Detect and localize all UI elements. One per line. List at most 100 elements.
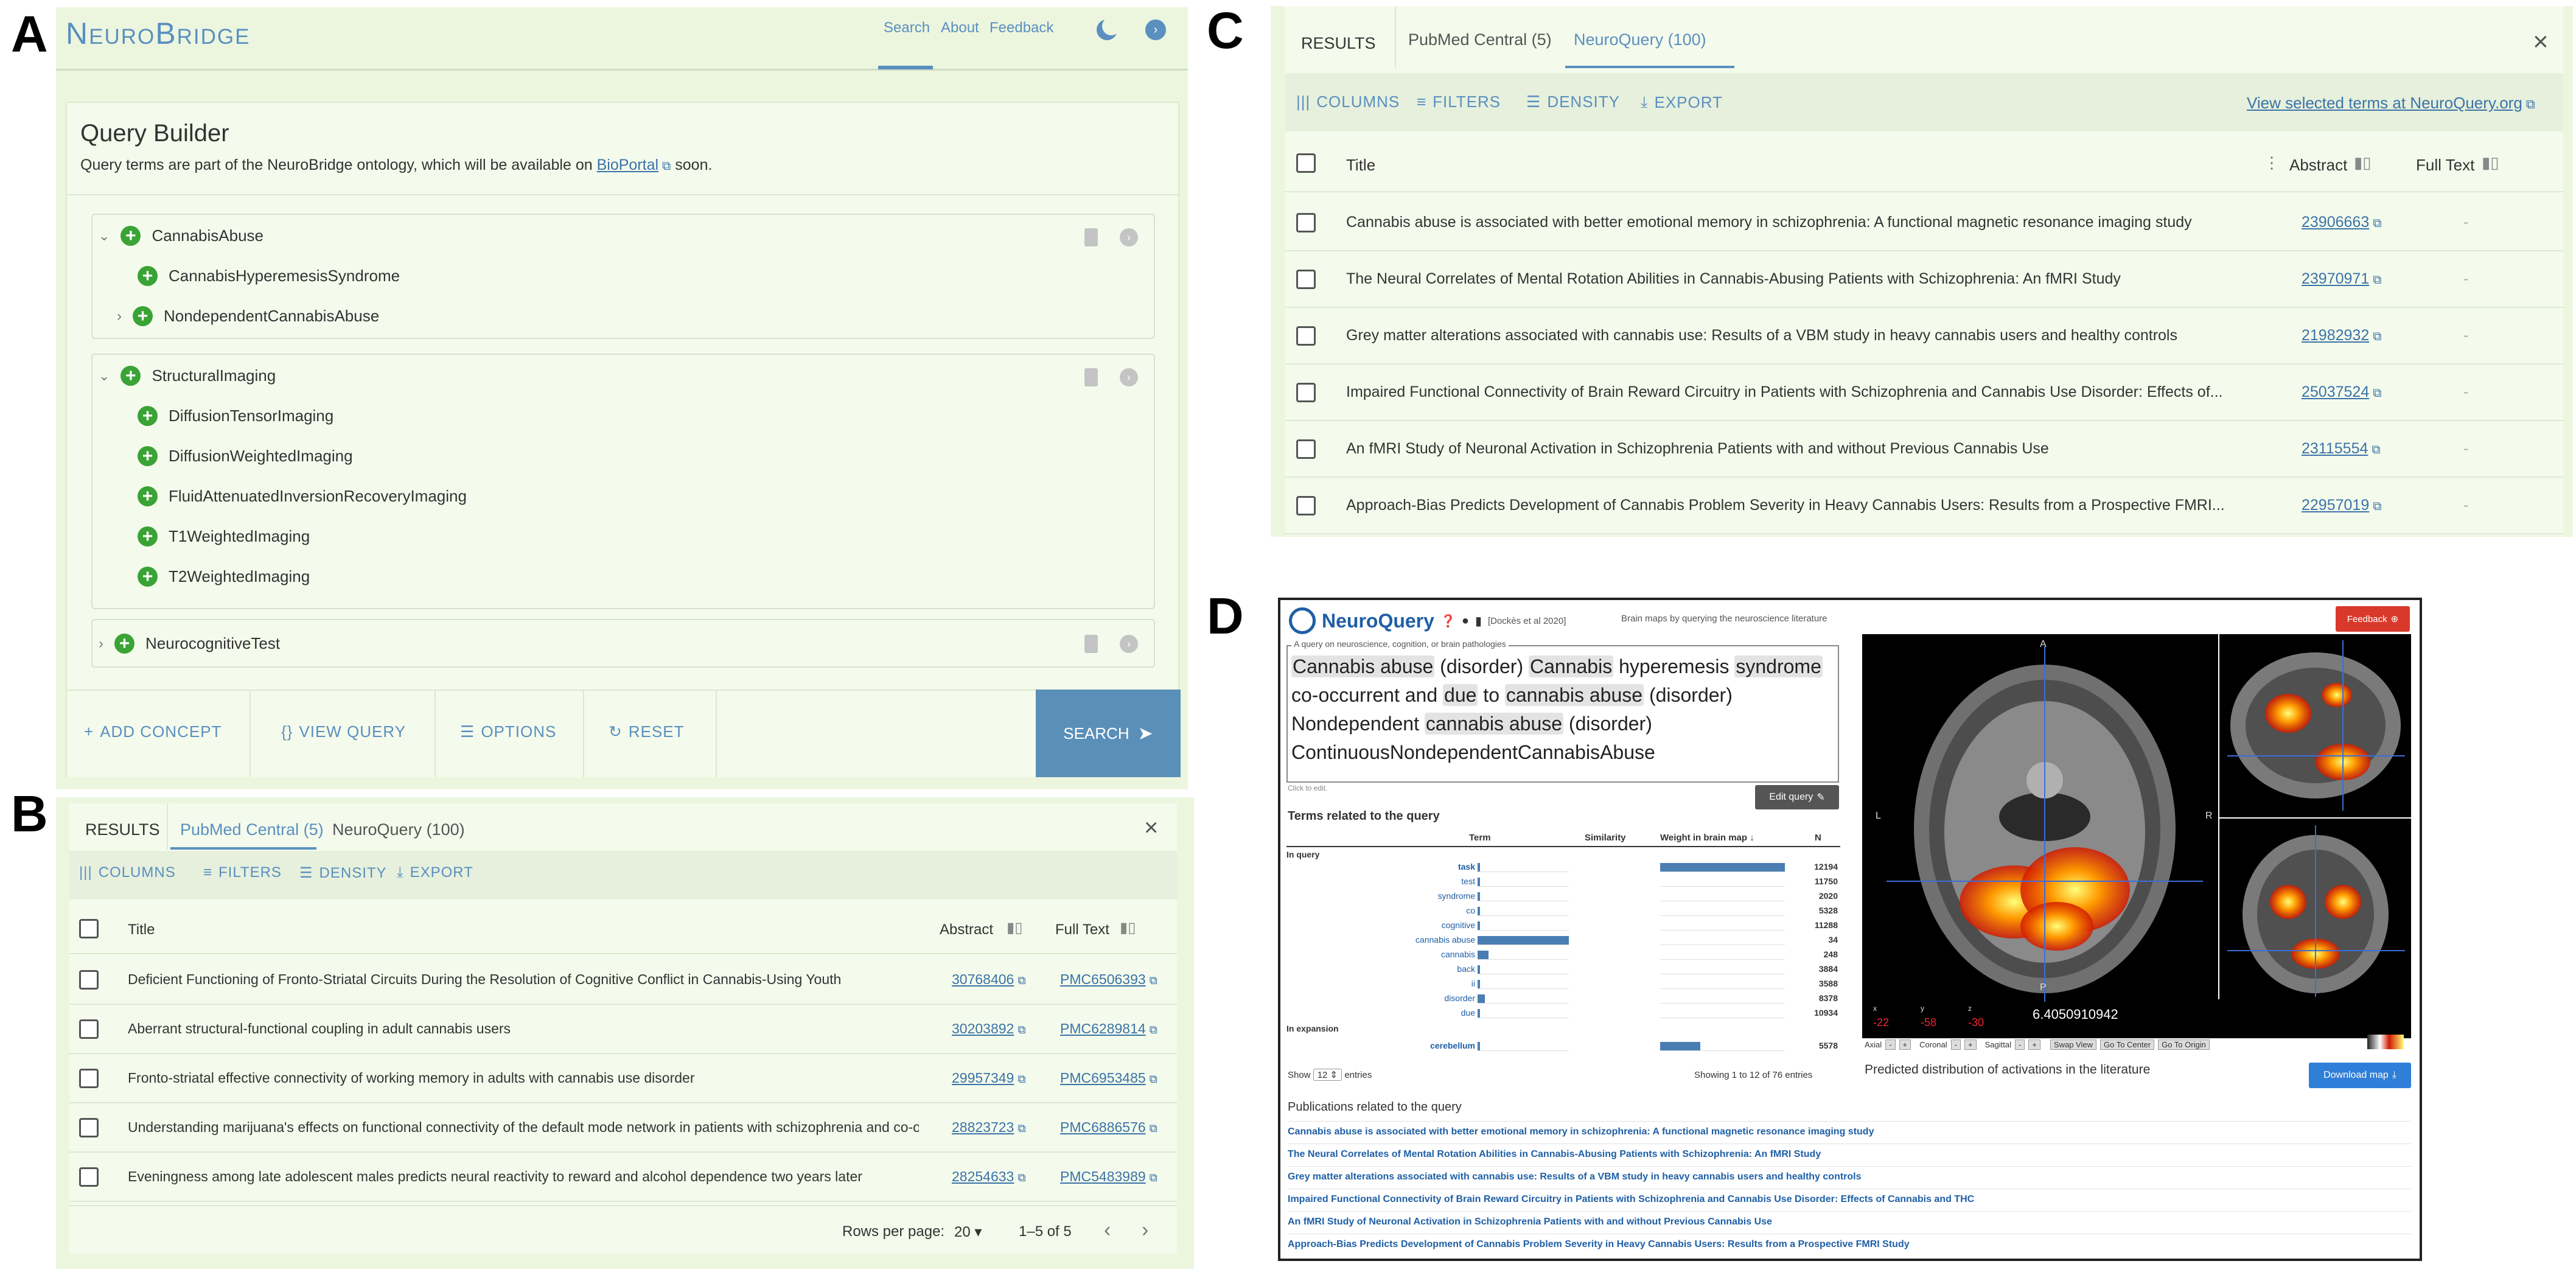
book-icon[interactable]: ▮ xyxy=(1475,614,1482,628)
dark-mode-icon[interactable] xyxy=(1097,17,1120,40)
coronal-slice[interactable] xyxy=(2220,819,2411,1002)
column-menu-icon[interactable]: ▮▯ xyxy=(1007,920,1023,936)
row-checkbox[interactable] xyxy=(79,1069,99,1088)
add-icon[interactable]: + xyxy=(120,226,141,246)
table-row[interactable]: Deficient Functioning of Fronto-Striatal… xyxy=(69,955,1177,1005)
axial-plus-button[interactable]: + xyxy=(1899,1039,1911,1050)
table-row[interactable]: Fronto-striatal effective connectivity o… xyxy=(69,1054,1177,1103)
header-title[interactable]: Title xyxy=(1346,156,1376,174)
abstract-link[interactable]: 30768406⧉ xyxy=(952,971,1025,988)
row-checkbox[interactable] xyxy=(1296,213,1316,232)
info-icon[interactable]: › xyxy=(1120,368,1138,386)
header-similarity[interactable]: Similarity xyxy=(1585,833,1626,843)
abstract-link[interactable]: 28254633⧉ xyxy=(952,1168,1025,1185)
publication-link[interactable]: The Neural Correlates of Mental Rotation… xyxy=(1288,1144,2411,1166)
add-icon[interactable]: + xyxy=(138,266,158,286)
tab-neuroquery[interactable]: NeuroQuery (100) xyxy=(332,820,465,839)
table-row[interactable]: An fMRI Study of Neuronal Activation in … xyxy=(1285,421,2563,478)
term-link[interactable]: task xyxy=(1457,862,1475,872)
delete-icon[interactable] xyxy=(1084,635,1098,653)
abstract-link[interactable]: 30203892⧉ xyxy=(952,1021,1025,1037)
coronal-minus-button[interactable]: - xyxy=(1950,1039,1961,1050)
add-icon[interactable]: + xyxy=(138,406,158,426)
filters-button[interactable]: ≡FILTERS xyxy=(1417,93,1501,111)
column-menu-icon[interactable]: ▮▯ xyxy=(2354,153,2372,172)
abstract-link[interactable]: 23970971⧉ xyxy=(2302,270,2382,288)
add-concept-button[interactable]: +ADD CONCEPT xyxy=(84,722,222,741)
publication-link[interactable]: Approach-Bias Predicts Development of Ca… xyxy=(1288,1234,2411,1256)
coronal-plus-button[interactable]: + xyxy=(1964,1039,1977,1050)
sagittal-plus-button[interactable]: + xyxy=(2028,1039,2040,1050)
select-all-checkbox[interactable] xyxy=(79,919,99,938)
publication-link[interactable]: Cannabis abuse is associated with better… xyxy=(1288,1121,2411,1144)
account-icon[interactable]: › xyxy=(1145,19,1166,40)
table-row[interactable]: Grey matter alterations associated with … xyxy=(1285,308,2563,365)
term-link[interactable]: ii xyxy=(1471,979,1475,988)
header-term[interactable]: Term xyxy=(1469,833,1491,843)
citation[interactable]: [Dockès et al 2020] xyxy=(1487,615,1566,626)
term-link[interactable]: test xyxy=(1461,876,1475,886)
density-button[interactable]: ☰DENSITY xyxy=(1526,93,1620,111)
term-link[interactable]: due xyxy=(1461,1008,1475,1018)
term-link[interactable]: back xyxy=(1457,964,1475,974)
bioportal-link[interactable]: BioPortal xyxy=(596,156,659,173)
view-query-button[interactable]: {}VIEW QUERY xyxy=(281,722,406,741)
abstract-link[interactable]: 22957019⧉ xyxy=(2302,497,2382,514)
fulltext-link[interactable]: PMC6953485⧉ xyxy=(1060,1070,1157,1086)
header-weight[interactable]: Weight in brain map ↓ xyxy=(1660,833,1754,843)
column-menu-icon[interactable]: ▮▯ xyxy=(1120,920,1136,936)
close-icon[interactable]: × xyxy=(2533,27,2549,57)
fulltext-link[interactable]: PMC6886576⧉ xyxy=(1060,1119,1157,1136)
delete-icon[interactable] xyxy=(1084,368,1098,386)
header-n[interactable]: N xyxy=(1815,833,1821,843)
add-icon[interactable]: + xyxy=(138,486,158,506)
chevron-right-icon[interactable]: › xyxy=(99,635,103,652)
search-button[interactable]: SEARCH ➤ xyxy=(1036,690,1181,777)
brain-viewer[interactable]: A P L R x -22 y -58 z -30 6.4050910942 xyxy=(1862,634,2411,1038)
help-icon[interactable]: ❓ xyxy=(1440,614,1456,628)
term-link[interactable]: syndrome xyxy=(1437,891,1475,901)
tab-neuroquery[interactable]: NeuroQuery (100) xyxy=(1574,30,1706,49)
next-page-icon[interactable]: › xyxy=(1142,1218,1149,1242)
header-title[interactable]: Title xyxy=(128,921,155,938)
sagittal-slice[interactable] xyxy=(2220,634,2411,817)
close-icon[interactable]: × xyxy=(1144,814,1159,841)
row-checkbox[interactable] xyxy=(79,1019,99,1039)
columns-button[interactable]: |||COLUMNS xyxy=(1296,93,1400,111)
table-row[interactable]: The Neural Correlates of Mental Rotation… xyxy=(1285,251,2563,308)
chevron-right-icon[interactable]: › xyxy=(117,307,122,324)
more-vert-icon[interactable]: ⋮ xyxy=(2264,153,2280,172)
info-icon[interactable]: › xyxy=(1120,635,1138,653)
swap-view-button[interactable]: Swap View xyxy=(2050,1039,2096,1050)
delete-icon[interactable] xyxy=(1084,228,1098,246)
term-link[interactable]: disorder xyxy=(1444,993,1475,1003)
publication-link[interactable]: Impaired Functional Connectivity of Brai… xyxy=(1288,1189,2411,1211)
publication-link[interactable]: An fMRI Study of Neuronal Activation in … xyxy=(1288,1211,2411,1234)
abstract-link[interactable]: 21982932⧉ xyxy=(2302,327,2382,344)
axial-slice[interactable] xyxy=(1887,646,2203,1011)
row-checkbox[interactable] xyxy=(1296,496,1316,515)
go-to-origin-button[interactable]: Go To Origin xyxy=(2158,1039,2210,1050)
nq-feedback-button[interactable]: Feedback⊕ xyxy=(2336,606,2410,632)
term-link[interactable]: co xyxy=(1466,906,1475,915)
info-icon[interactable]: › xyxy=(1120,228,1138,246)
row-checkbox[interactable] xyxy=(1296,270,1316,289)
abstract-link[interactable]: 25037524⧉ xyxy=(2302,383,2382,401)
tab-pubmed-central[interactable]: PubMed Central (5) xyxy=(180,820,324,839)
publication-link[interactable]: Grey matter alterations associated with … xyxy=(1288,1166,2411,1189)
row-checkbox[interactable] xyxy=(1296,439,1316,459)
header-fulltext[interactable]: Full Text xyxy=(2416,156,2475,174)
table-row[interactable]: Cannabis abuse is associated with better… xyxy=(1285,195,2563,251)
rows-per-page-select[interactable]: 20 ▾ xyxy=(954,1223,982,1241)
fulltext-link[interactable]: PMC6289814⧉ xyxy=(1060,1021,1157,1037)
header-abstract[interactable]: Abstract xyxy=(2289,156,2348,174)
axial-minus-button[interactable]: - xyxy=(1885,1039,1896,1050)
add-icon[interactable]: + xyxy=(120,366,141,386)
header-abstract[interactable]: Abstract xyxy=(940,921,994,938)
add-icon[interactable]: + xyxy=(114,634,134,654)
header-fulltext[interactable]: Full Text xyxy=(1055,921,1109,938)
abstract-link[interactable]: 29957349⧉ xyxy=(952,1070,1025,1086)
edit-query-button[interactable]: Edit query✎ xyxy=(1755,785,1839,809)
table-row[interactable]: Eveningness among late adolescent males … xyxy=(69,1153,1177,1202)
row-checkbox[interactable] xyxy=(79,970,99,990)
